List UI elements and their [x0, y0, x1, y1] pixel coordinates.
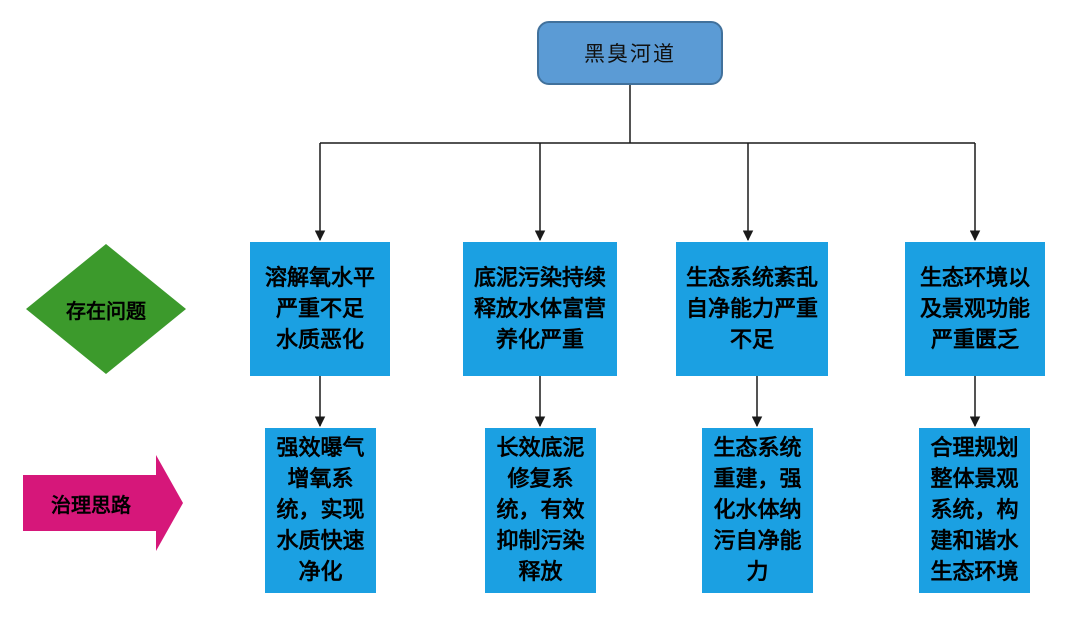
approaches-row-label: 治理思路	[23, 455, 183, 551]
approach-box-3-text: 生态系统 重建，强 化水体纳 污自净能 力	[713, 436, 802, 585]
approach-box-3: 生态系统 重建，强 化水体纳 污自净能 力	[702, 428, 813, 593]
diamond-shape	[26, 244, 186, 374]
problem-box-3-text: 生态系统紊乱 自净能力严重 不足	[685, 265, 818, 353]
root-node: 黑臭河道	[537, 21, 723, 85]
root-node-label: 黑臭河道	[584, 42, 676, 66]
approach-box-4: 合理规划 整体景观 系统，构 建和谐水 生态环境	[919, 428, 1030, 593]
approach-box-2: 长效底泥 修复系 统，有效 抑制污染 释放	[485, 428, 596, 593]
approach-box-1-text: 强效曝气 增氧系 统，实现 水质快速 净化	[276, 436, 365, 585]
approach-box-2-text: 长效底泥 修复系 统，有效 抑制污染 释放	[496, 436, 585, 585]
problem-box-3: 生态系统紊乱 自净能力严重 不足	[676, 242, 828, 376]
problem-box-1-text: 溶解氧水平 严重不足 水质恶化	[264, 265, 375, 353]
problem-box-1: 溶解氧水平 严重不足 水质恶化	[250, 242, 390, 376]
problems-row-label-text: 存在问题	[66, 298, 146, 323]
approach-box-4-text: 合理规划 整体景观 系统，构 建和谐水 生态环境	[930, 436, 1019, 585]
problem-box-2-text: 底泥污染持续 释放水体富营 养化严重	[473, 265, 606, 353]
approaches-row-label-text: 治理思路	[51, 492, 131, 517]
arrow-shape	[23, 455, 183, 551]
problem-box-4: 生态环境以 及景观功能 严重匮乏	[905, 242, 1045, 376]
problem-box-2: 底泥污染持续 释放水体富营 养化严重	[463, 242, 617, 376]
problems-row-label: 存在问题	[26, 244, 186, 374]
approach-box-1: 强效曝气 增氧系 统，实现 水质快速 净化	[265, 428, 376, 593]
problem-box-4-text: 生态环境以 及景观功能 严重匮乏	[919, 265, 1030, 353]
